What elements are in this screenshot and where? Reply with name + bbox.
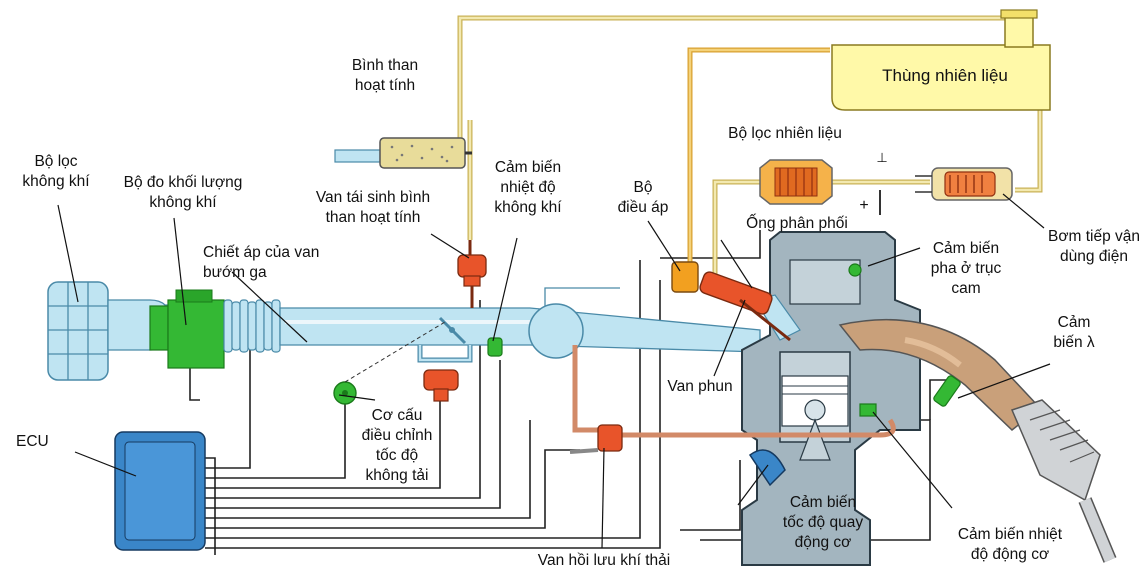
wire-lambda bbox=[929, 379, 950, 420]
label-canister: Bình than hoạt tính bbox=[351, 57, 419, 94]
wire-reg bbox=[205, 260, 641, 539]
intake-system bbox=[47, 281, 761, 381]
wire-inj bbox=[205, 280, 661, 549]
label-pump-plus: + bbox=[859, 197, 869, 214]
wire-maf bbox=[205, 330, 251, 469]
label-purge-valve: Van tái sinh bình than hoạt tính bbox=[315, 189, 431, 226]
cam-sensor bbox=[848, 263, 862, 277]
purge-valve bbox=[457, 240, 487, 308]
electric-fuel-pump bbox=[879, 167, 1013, 215]
fuel-lines bbox=[457, 15, 1043, 280]
fuel-rail-injector bbox=[671, 261, 791, 342]
label-coolant-temp-sensor: Cảm biến nhiệt độ động cơ bbox=[957, 526, 1063, 563]
label-rpm-sensor: Cảm biến tốc độ quay động cơ bbox=[782, 494, 864, 551]
wire-maf-2 bbox=[189, 355, 200, 401]
exhaust bbox=[838, 318, 1117, 563]
label-egr-valve: Van hồi lưu khí thải bbox=[537, 552, 671, 569]
label-fuel-rail: Ống phân phối bbox=[746, 215, 848, 232]
label-idle-actuator: Cơ cấu điều chỉnh tốc độ không tải bbox=[361, 407, 433, 484]
label-fuel-filter: Bộ lọc nhiên liệu bbox=[728, 125, 842, 142]
wire-idle-2 bbox=[205, 400, 441, 489]
wire-air-temp bbox=[205, 360, 501, 509]
label-fuel-tank: Thùng nhiên liệu bbox=[882, 66, 1008, 85]
label-injector: Van phun bbox=[667, 378, 733, 395]
label-ecu: ECU bbox=[16, 433, 49, 450]
label-air-filter: Bộ lọc không khí bbox=[22, 153, 90, 190]
label-mass-air-flow: Bộ đo khối lượng không khí bbox=[123, 174, 243, 211]
wire-rpm bbox=[680, 460, 741, 531]
leader-lines bbox=[57, 193, 1051, 549]
label-cam-sensor: Cảm biến pha ở trục cam bbox=[930, 240, 1002, 297]
label-pump-minus: ⊥ bbox=[876, 150, 888, 165]
label-electric-pump: Bơm tiếp vận dùng điện bbox=[1047, 228, 1140, 265]
wire-w1 bbox=[205, 420, 531, 519]
charcoal-canister bbox=[334, 137, 472, 169]
label-throttle-potentiometer: Chiết áp của van bướm ga bbox=[203, 244, 320, 281]
label-air-temp-sensor: Cảm biến nhiệt độ không khí bbox=[494, 159, 562, 216]
coolant-sensor bbox=[859, 403, 877, 417]
fuel-filter bbox=[759, 159, 833, 205]
wire-cam bbox=[660, 230, 761, 259]
wire-bundle bbox=[205, 457, 216, 555]
idle-valve bbox=[423, 369, 459, 402]
wire-purge bbox=[205, 300, 481, 499]
label-pressure-regulator: Bộ điều áp bbox=[617, 179, 669, 216]
wire-egr bbox=[205, 449, 580, 529]
engine bbox=[741, 231, 921, 566]
egr bbox=[569, 345, 896, 454]
label-lambda-sensor: Cảm biến λ bbox=[1053, 314, 1095, 351]
air-temp-sensor bbox=[487, 337, 503, 357]
wire-idle bbox=[205, 400, 346, 479]
ecu bbox=[114, 431, 206, 551]
fuel-tank bbox=[831, 9, 1051, 111]
throttle-potentiometer bbox=[333, 321, 446, 405]
lambda-sensor bbox=[933, 375, 961, 407]
